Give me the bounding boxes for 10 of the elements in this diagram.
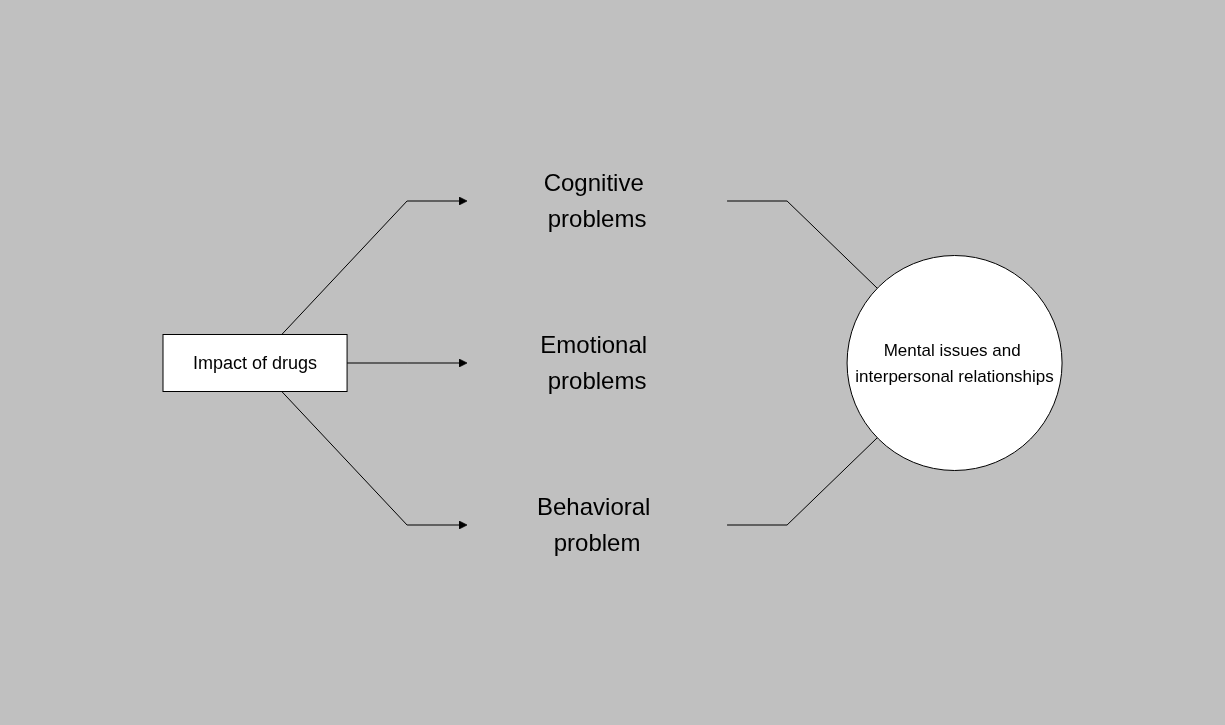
node-text: Cognitive problems xyxy=(543,168,647,232)
arrow xyxy=(281,196,468,335)
connector xyxy=(726,436,878,525)
arrow xyxy=(346,358,468,367)
arrow xyxy=(281,390,468,529)
node-text: Behavioral problem xyxy=(536,492,651,556)
node-circle: Mental issues and interpersonal relationships xyxy=(846,254,1063,471)
connector xyxy=(726,200,878,289)
node-text: Emotional problems xyxy=(540,330,648,394)
node-box: Impact of drugs xyxy=(162,333,348,392)
